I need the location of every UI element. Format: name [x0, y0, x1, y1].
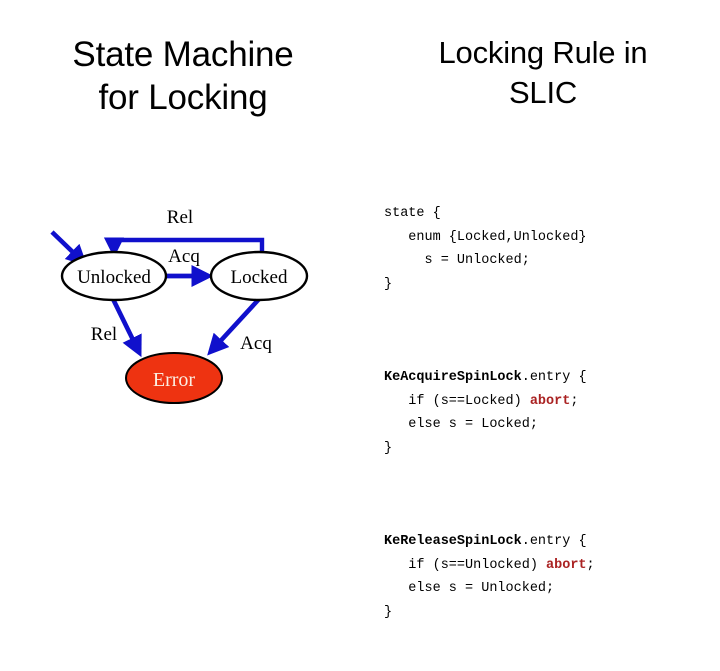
code-token-plain: } [384, 604, 393, 620]
code-token-plain: .entry { [521, 370, 587, 385]
code-token-plain: if (s==Locked) [384, 393, 530, 409]
code-token-plain: ; [570, 393, 579, 409]
state-machine-diagram: Rel Acq Rel Acq Unlocked [0, 190, 360, 420]
code-block-state-block: state { enum {Locked,Unlocked} s = Unloc… [384, 202, 704, 296]
page-title-right-line1: Locking Rule in [438, 35, 648, 70]
transition-locked-to-unlocked [103, 237, 265, 258]
code-token-plain: if (s==Unlocked) [384, 557, 547, 573]
code-block-acquire-block: KeAcquireSpinLock.entry { if (s==Locked)… [384, 366, 704, 460]
state-node-locked[interactable]: Locked [209, 250, 309, 302]
transition-initial-arrow [50, 230, 88, 267]
code-line: } [384, 437, 704, 461]
code-token-abort: abort [546, 557, 587, 573]
code-line: if (s==Unlocked) abort; [384, 554, 704, 578]
transition-label-rel-left: Rel [91, 324, 117, 345]
code-line: KeReleaseSpinLock.entry { [384, 530, 704, 554]
code-token-plain: enum {Locked,Unlocked} [384, 229, 587, 245]
transition-label-acq-right: Acq [240, 333, 272, 354]
code-line: else s = Locked; [384, 413, 704, 437]
code-token-plain: else s = Unlocked; [384, 581, 555, 596]
page-title-right-line2: SLIC [508, 75, 578, 110]
transition-label-rel-top: Rel [167, 207, 193, 228]
page-title-left: State Machine for Locking [18, 33, 348, 119]
code-token-plain: else s = Locked; [384, 417, 538, 432]
page-title-left-line1: State Machine [72, 35, 294, 74]
code-token-fn: KeAcquireSpinLock [384, 370, 522, 385]
code-token-plain: } [384, 440, 393, 456]
code-line: state { [384, 202, 704, 226]
code-token-fn: KeReleaseSpinLock [384, 534, 522, 549]
page-title-left-line2: for Locking [98, 78, 268, 117]
state-node-unlocked[interactable]: Unlocked [60, 250, 168, 302]
code-line: else s = Unlocked; [384, 577, 704, 601]
state-label-error: Error [153, 369, 196, 391]
state-label-locked: Locked [231, 267, 288, 288]
transition-locked-to-error [207, 296, 262, 356]
code-token-plain: s = Unlocked; [384, 253, 530, 268]
slic-code-column: state { enum {Locked,Unlocked} s = Unloc… [384, 155, 704, 671]
code-line: s = Unlocked; [384, 249, 704, 273]
code-line: } [384, 601, 704, 625]
code-line: if (s==Locked) abort; [384, 390, 704, 414]
code-line: enum {Locked,Unlocked} [384, 226, 704, 250]
page-title-right: Locking Rule in SLIC [378, 33, 708, 113]
code-block-release-block: KeReleaseSpinLock.entry { if (s==Unlocke… [384, 530, 704, 624]
code-token-plain: ; [586, 557, 595, 573]
code-token-abort: abort [529, 393, 571, 409]
code-token-plain: state { [384, 206, 441, 221]
code-line: } [384, 273, 704, 297]
slide-canvas: State Machine for Locking Locking Rule i… [0, 33, 708, 620]
transition-unlocked-to-error [110, 297, 142, 358]
state-node-error[interactable]: Error [125, 352, 223, 404]
transition-label-acq-mid: Acq [168, 246, 200, 267]
code-line: KeAcquireSpinLock.entry { [384, 366, 704, 390]
code-token-plain: } [384, 276, 393, 292]
code-token-plain: .entry { [521, 534, 587, 549]
state-label-unlocked: Unlocked [77, 267, 151, 288]
